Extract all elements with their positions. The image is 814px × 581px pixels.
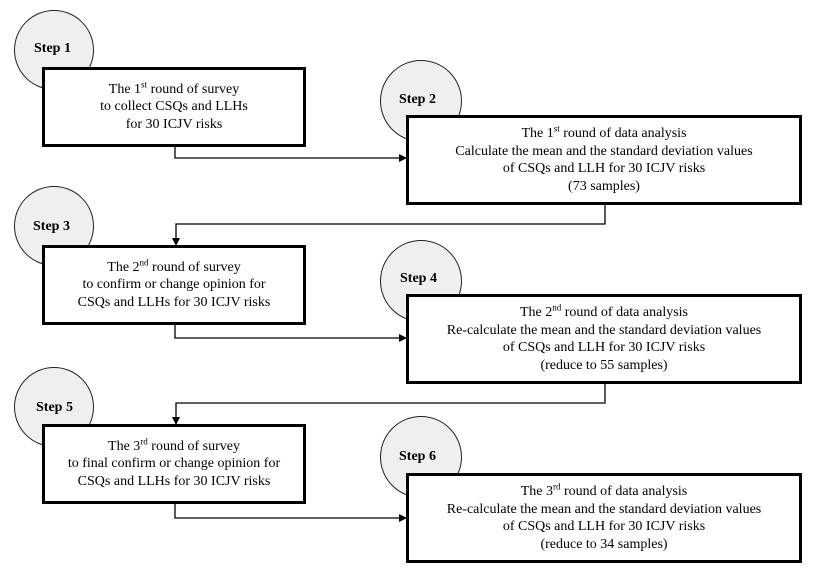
step-1-text-line: to collect CSQs and LLHs xyxy=(100,98,248,116)
ordinal-suffix: nd xyxy=(139,257,149,268)
step-2-text-line: The 1st round of data analysis xyxy=(521,123,687,143)
line-text: The 2 xyxy=(107,259,140,275)
line-text: CSQs and LLHs for 30 ICJV risks xyxy=(77,473,271,489)
line-text: The 1 xyxy=(108,81,142,97)
line-text: (reduce to 34 samples) xyxy=(540,536,668,552)
line-text: The 1 xyxy=(521,126,554,141)
step-2-text-line: Calculate the mean and the standard devi… xyxy=(455,143,752,161)
step-4-text-line: The 2nd round of data analysis xyxy=(519,302,688,322)
step-4-label: Step 4 xyxy=(400,271,437,286)
step-5-text-line: to final confirm or change opinion for xyxy=(68,455,280,473)
arrow-step-2-to-3 xyxy=(172,205,606,246)
line-text: to final confirm or change opinion for xyxy=(67,456,281,472)
line-text: for 30 ICJV risks xyxy=(125,116,223,132)
step-6-text-line: The 3rd round of data analysis xyxy=(520,481,688,501)
line-text: The 3 xyxy=(520,484,553,499)
line-text: (reduce to 55 samples) xyxy=(540,357,668,373)
line-text: CSQs and LLHs for 30 ICJV risks xyxy=(77,294,271,310)
step-3-text-line: CSQs and LLHs for 30 ICJV risks xyxy=(78,294,271,312)
line-text: round of data analysis xyxy=(561,305,688,320)
line-text: Re-calculate the mean and the standard d… xyxy=(446,501,762,517)
line-text: round of survey xyxy=(147,81,240,97)
step-5-label: Step 5 xyxy=(36,400,73,415)
ordinal-suffix: st xyxy=(553,123,560,134)
line-text: of CSQs and LLH for 30 ICJV risks xyxy=(502,161,706,176)
step-5-text-line: CSQs and LLHs for 30 ICJV risks xyxy=(78,473,271,491)
step-4-text-line: (reduce to 55 samples) xyxy=(540,357,667,375)
line-text: round of data analysis xyxy=(559,126,687,141)
step-2-text-line: (73 samples) xyxy=(568,178,640,196)
step-1-text-line: The 1st round of survey xyxy=(108,79,240,99)
line-text: round of survey xyxy=(147,438,240,454)
step-4-text-line: of CSQs and LLH for 30 ICJV risks xyxy=(503,339,705,357)
step-5-text-line: The 3rd round of survey xyxy=(108,436,240,456)
step-6-label: Step 6 xyxy=(399,449,436,464)
step-1-label: Step 1 xyxy=(34,41,71,56)
line-text: round of survey xyxy=(148,259,241,275)
line-text: of CSQs and LLH for 30 ICJV risks xyxy=(502,519,706,534)
arrow-step-1-to-2 xyxy=(174,147,407,162)
step-2-label: Step 2 xyxy=(399,92,436,107)
step-4-text-line: Re-calculate the mean and the standard d… xyxy=(447,322,761,340)
line-text: The 2 xyxy=(519,305,553,320)
step-6-text-line: of CSQs and LLH for 30 ICJV risks xyxy=(503,518,705,536)
ordinal-suffix: rd xyxy=(140,436,148,447)
line-text: The 3 xyxy=(108,438,141,454)
line-text: to collect CSQs and LLHs xyxy=(100,99,248,115)
step-3-text-line: The 2nd round of survey xyxy=(107,257,241,277)
step-6-text-line: Re-calculate the mean and the standard d… xyxy=(447,501,761,519)
line-text: (73 samples) xyxy=(568,178,640,194)
ordinal-suffix: rd xyxy=(553,481,561,492)
line-text: Calculate the mean and the standard devi… xyxy=(455,143,753,159)
line-text: of CSQs and LLH for 30 ICJV risks xyxy=(502,340,706,355)
step-3-label: Step 3 xyxy=(33,219,70,234)
arrow-step-4-to-5 xyxy=(172,384,606,425)
line-text: to confirm or change opinion for xyxy=(82,277,266,293)
ordinal-suffix: nd xyxy=(552,302,562,313)
line-text: round of data analysis xyxy=(560,484,688,499)
arrow-step-3-to-4 xyxy=(174,325,407,342)
step-1-text-line: for 30 ICJV risks xyxy=(126,116,223,134)
arrow-step-5-to-6 xyxy=(174,504,407,522)
ordinal-suffix: st xyxy=(141,79,148,90)
line-text: Re-calculate the mean and the standard d… xyxy=(446,322,762,338)
step-3-text-line: to confirm or change opinion for xyxy=(82,276,265,294)
step-6-text-line: (reduce to 34 samples) xyxy=(540,536,667,554)
step-2-text-line: of CSQs and LLH for 30 ICJV risks xyxy=(503,160,705,178)
